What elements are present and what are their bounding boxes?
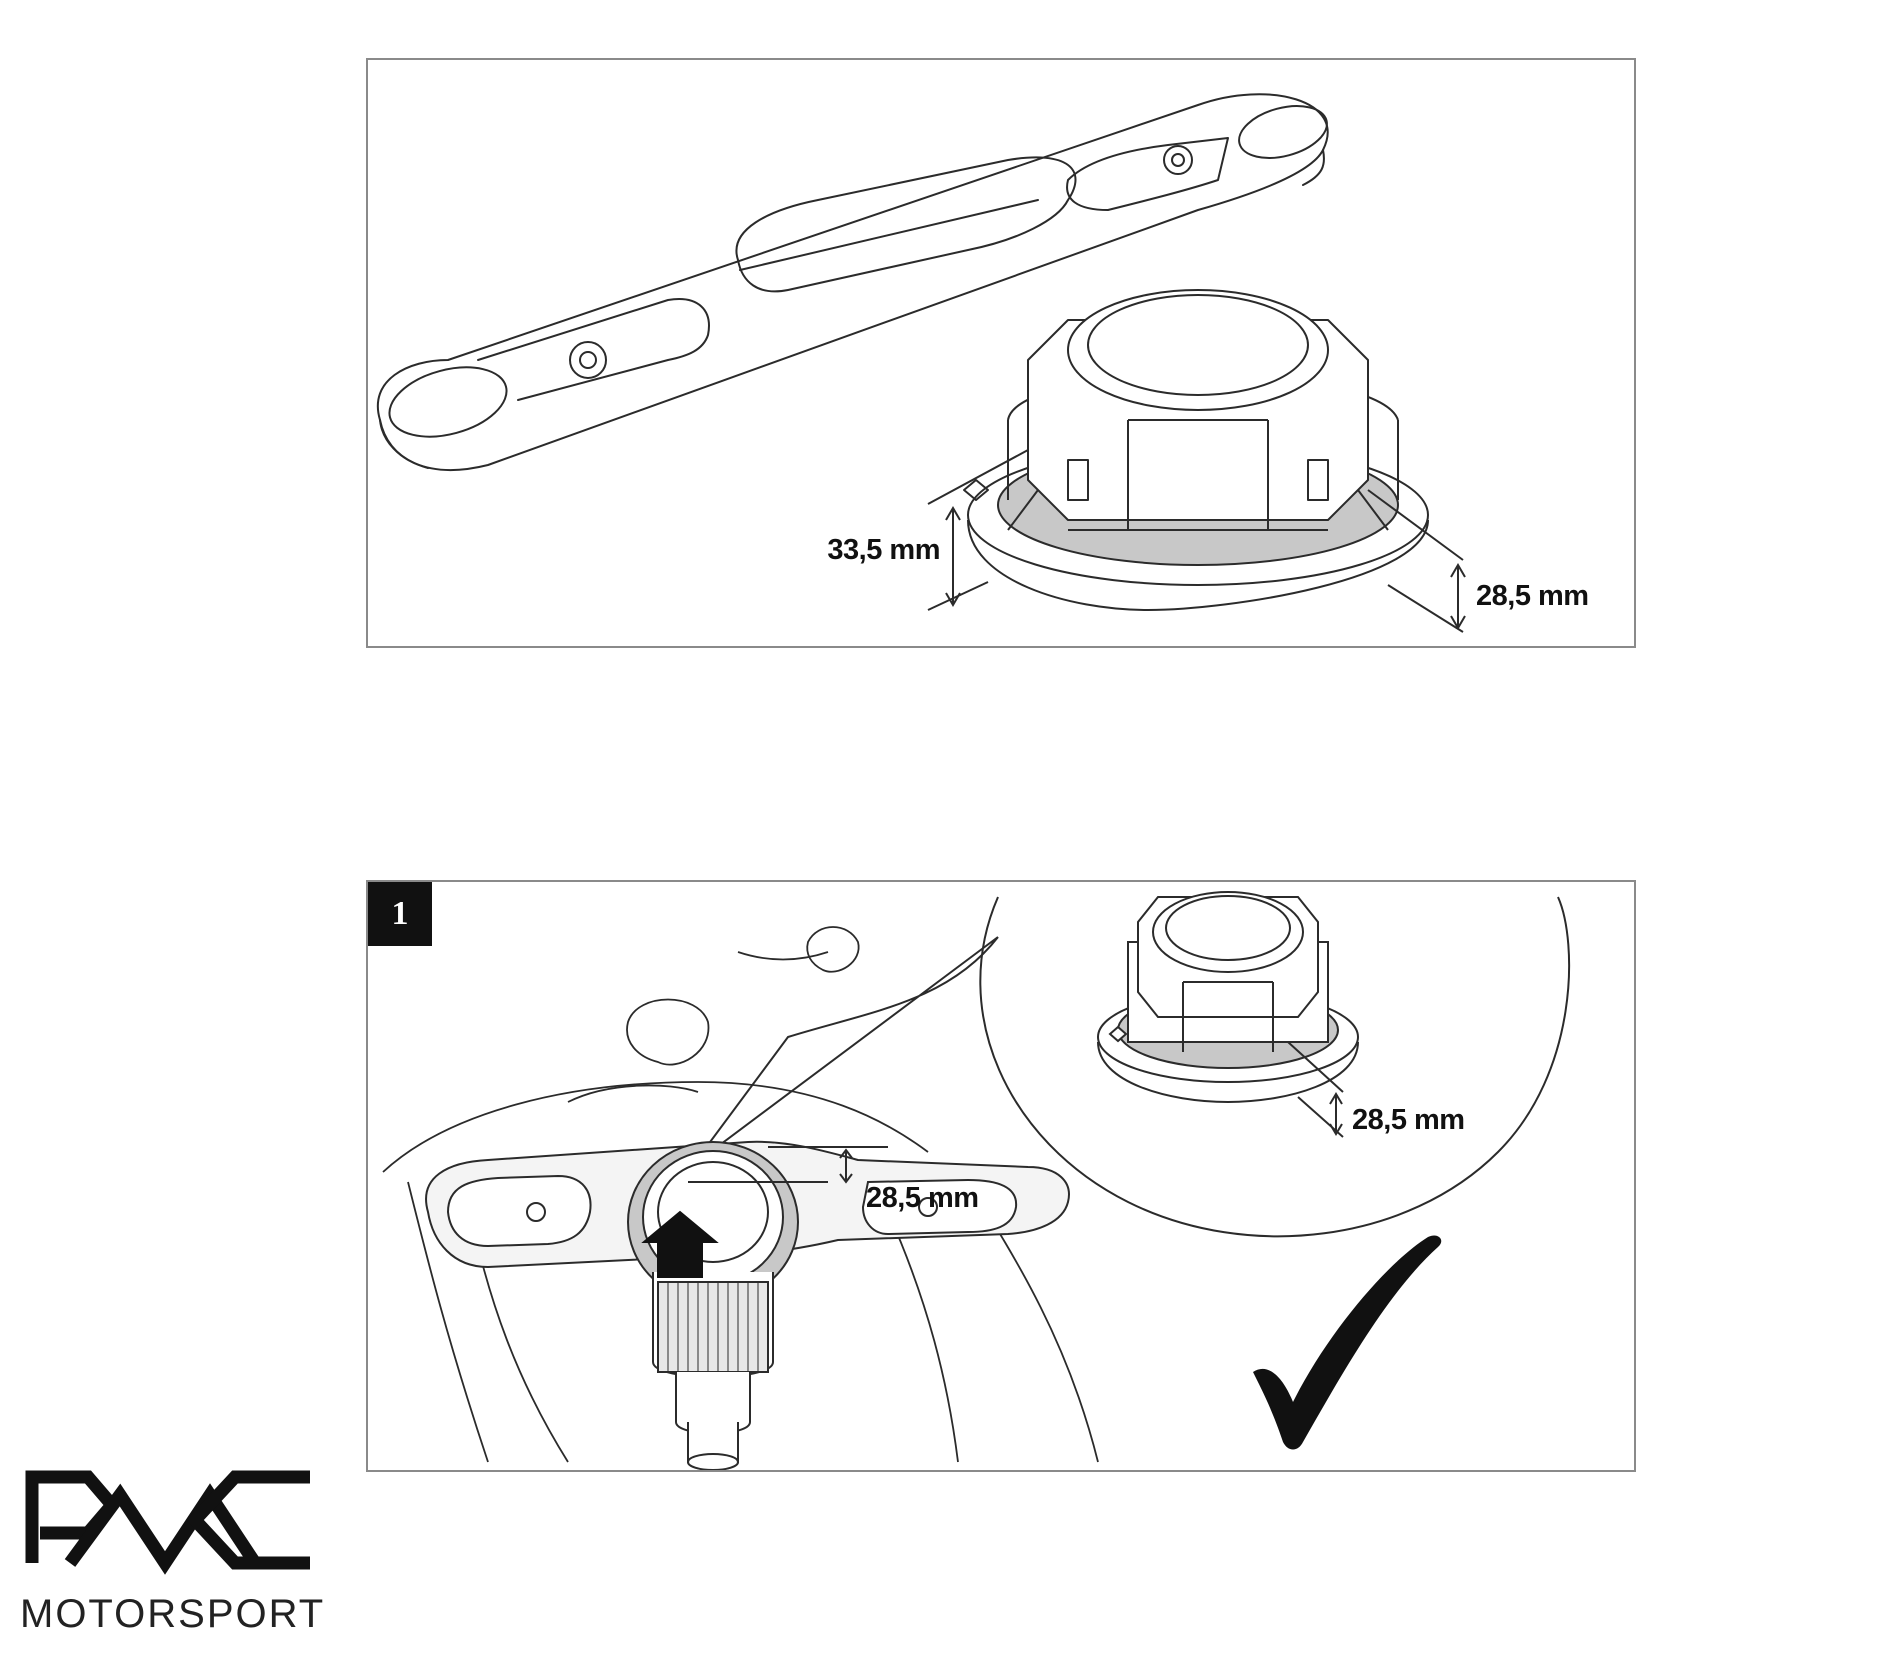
fork-right-end-hole xyxy=(1238,105,1328,159)
dim-right-extension-upper xyxy=(1367,489,1464,561)
diagram-panel-bottom: 1 xyxy=(366,880,1636,1472)
installation-drawing xyxy=(382,891,1571,1470)
installed-bearing-and-shaft xyxy=(627,1141,799,1470)
step-number-badge: 1 xyxy=(368,882,432,946)
dimension-label-28-5: 28,5 mm xyxy=(1476,580,1589,612)
dimension-label-main-28-5: 28,5 mm xyxy=(866,1182,979,1214)
push-direction-arrow xyxy=(641,1210,719,1278)
fork-left-recess xyxy=(477,298,710,401)
dim-left-extension-upper xyxy=(927,449,1029,505)
release-bearing-drawing xyxy=(963,289,1429,611)
fork-left-bolt-hole xyxy=(569,341,607,379)
release-fork-drawing xyxy=(377,93,1466,633)
fork-center-slot xyxy=(735,156,1077,293)
detail-magnifier-outline xyxy=(979,896,1571,1238)
checkmark-icon xyxy=(1253,1235,1442,1450)
dimension-lines-top xyxy=(927,449,1466,633)
fork-left-end-hole xyxy=(388,366,508,438)
pmc-logo-icon xyxy=(25,1470,310,1575)
dimension-label-detail-28-5: 28,5 mm xyxy=(1352,1104,1465,1136)
dimension-label-33-5: 33,5 mm xyxy=(827,534,940,566)
detail-bearing-drawing xyxy=(1097,891,1359,1104)
fork-plate-edge xyxy=(379,149,1325,469)
fork-right-bolt-hole xyxy=(1163,145,1193,175)
logo-brand-text: MOTORSPORT xyxy=(20,1592,326,1636)
detail-callout-pointer xyxy=(692,936,999,1166)
dimension-lines-bottom-main xyxy=(688,1146,888,1184)
dimension-lines-detail xyxy=(1287,1041,1344,1138)
diagram-panel-top: 33,5 mm 28,5 mm xyxy=(366,58,1636,648)
fork-right-recess xyxy=(1066,137,1229,211)
dim-right-extension-lower xyxy=(1387,584,1464,633)
